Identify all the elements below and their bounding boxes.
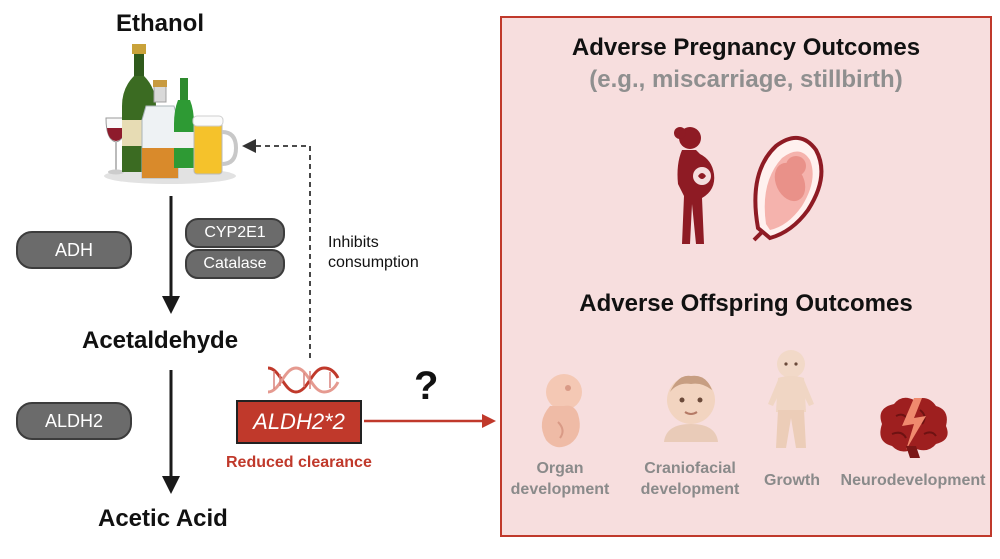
acetaldehyde-label: Acetaldehyde [82,327,239,354]
outcome-label-neuro: Neurodevelopment [840,472,986,489]
outcome-organ-line-1: Organ [536,460,584,477]
alcoholic-drinks-icon [104,44,239,184]
ethanol-to-acetaldehyde-arrow [162,196,180,314]
adh-enzyme-badge: ADH [16,231,132,269]
pregnant-woman-icon [674,127,715,244]
offspring-outcomes-title: Adverse Offspring Outcomes [579,290,913,317]
outcome-label-organ: Organ development [500,458,620,500]
consumption-text: consumption [328,254,419,271]
inhibits-text: Inhibits [328,234,379,251]
outcome-label-growth: Growth [764,472,820,489]
fetus-in-womb-icon [752,136,824,242]
embryo-icon [541,374,582,448]
acetaldehyde-to-acetic-acid-arrow [162,370,180,494]
outcome-label-craniofacial: Craniofacial development [630,458,750,500]
catalase-enzyme-badge: Catalase [185,249,285,279]
pregnancy-outcomes-examples: (e.g., miscarriage, stillbirth) [589,66,903,93]
outcome-organ-line-2: development [510,481,610,498]
ethanol-label: Ethanol [116,10,204,37]
reduced-clearance-label: Reduced clearance [226,454,372,471]
dna-helix-icon [267,366,340,394]
inhibits-consumption-label: Inhibits consumption [328,233,419,273]
infant-icon [768,350,814,448]
aldh2-enzyme-badge: ALDH2 [16,402,132,440]
cyp2e1-enzyme-badge: CYP2E1 [185,218,285,248]
outcome-craniofacial-line-2: development [640,481,740,498]
acetic-acid-label: Acetic Acid [98,505,228,532]
outcomes-panel: Adverse Pregnancy Outcomes (e.g., miscar… [500,16,992,537]
outcome-craniofacial-line-1: Craniofacial [644,460,736,477]
gene-to-outcomes-arrow [364,414,496,428]
baby-face-icon [664,375,718,442]
pregnancy-outcomes-title: Adverse Pregnancy Outcomes [571,34,921,61]
question-mark: ? [414,364,439,408]
brain-lightning-icon [880,397,948,458]
aldh2-2-variant-box: ALDH2*2 [236,400,362,444]
inhibits-consumption-dashed-arrow [242,139,311,358]
